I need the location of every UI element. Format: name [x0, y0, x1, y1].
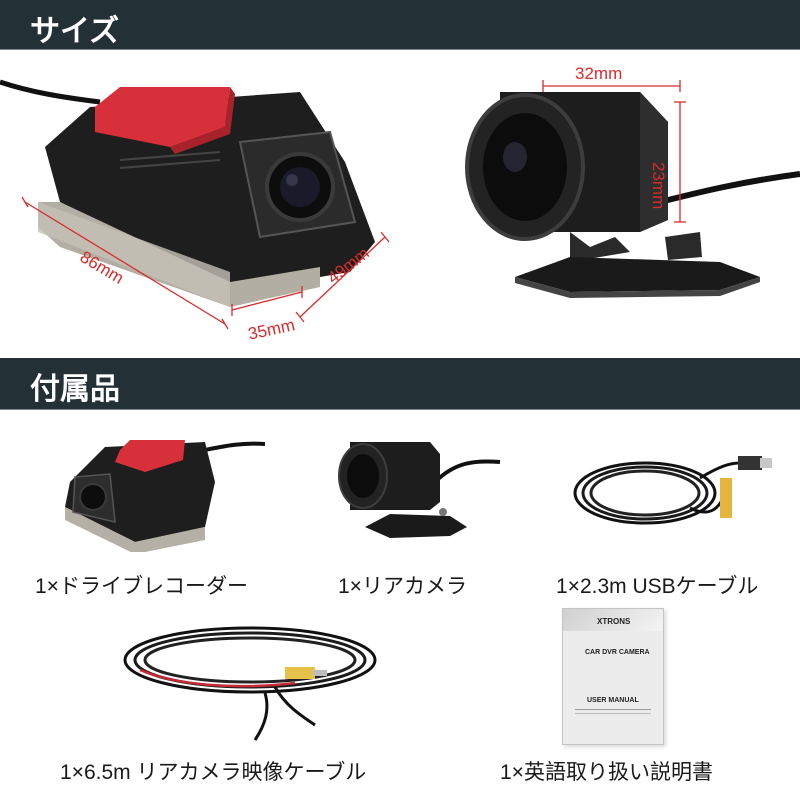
accessory-label-manual: 1×英語取り扱い説明書: [500, 761, 713, 784]
camera-width-label: 32mm: [575, 64, 623, 83]
manual-brand: XTRONS: [597, 617, 631, 626]
size-section-header: サイズ: [0, 0, 800, 50]
user-manual-image: XTRONS CAR DVR CAMERA USER MANUAL: [562, 608, 664, 745]
camera-height-label: 23mm: [649, 162, 668, 210]
accessory-label-video-cable: 1×6.5m リアカメラ映像ケーブル: [60, 761, 367, 784]
accessories-section-title: 付属品: [30, 372, 120, 407]
accessory-label-rear-camera: 1×リアカメラ: [338, 575, 467, 598]
manual-doc-title: USER MANUAL: [587, 697, 639, 704]
dashcam-small-image: [65, 440, 265, 552]
usb-cable-image: [573, 456, 772, 525]
manual-product: CAR DVR CAMERA: [585, 649, 650, 656]
rear-camera-small-image: [338, 442, 501, 538]
accessories-section-header: 付属品: [0, 358, 800, 410]
video-cable-image: [123, 626, 377, 741]
accessory-label-dashcam: 1×ドライブレコーダー: [35, 575, 248, 598]
accessory-label-usb-cable: 1×2.3m USBケーブル: [556, 575, 759, 598]
size-section-title: サイズ: [30, 14, 120, 49]
dashcam-large-image: [0, 79, 390, 330]
rear-camera-large-image: [465, 80, 800, 298]
